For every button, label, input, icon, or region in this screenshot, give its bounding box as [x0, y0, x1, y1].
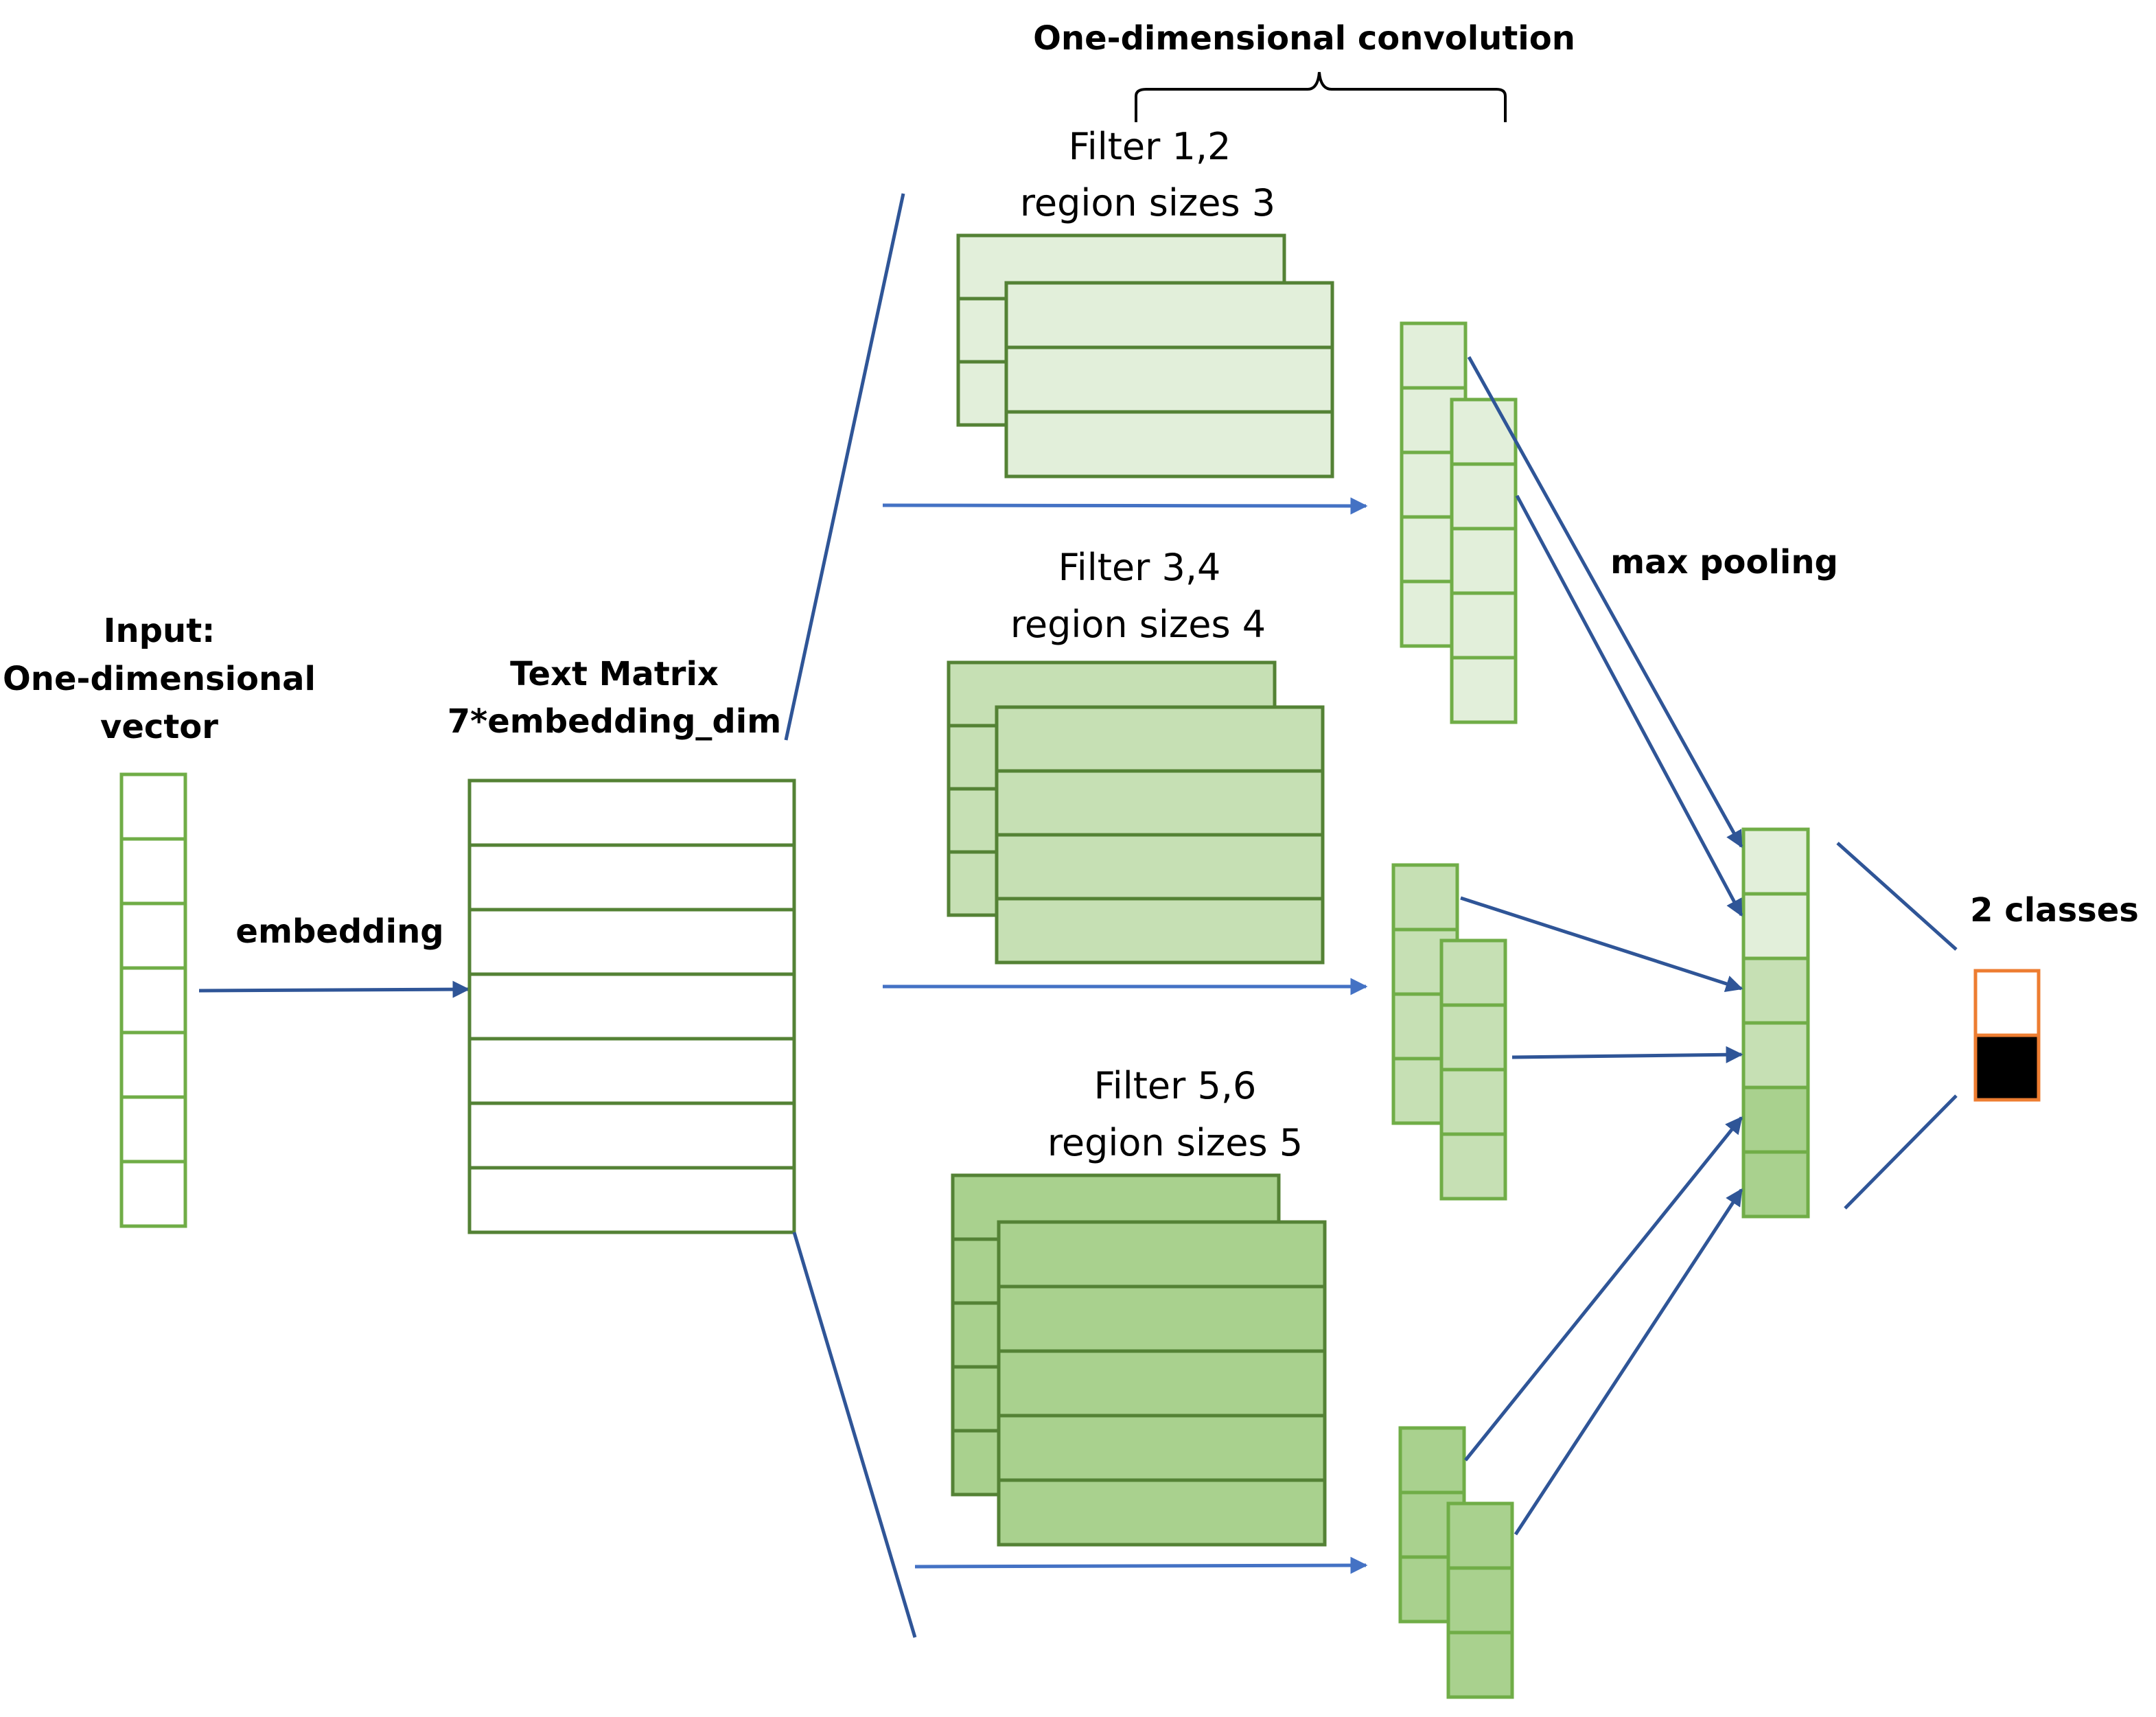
- pooled-cell: [1741, 1150, 1810, 1219]
- input-vector-cell: [119, 1095, 187, 1164]
- filter-3-front-map: [997, 1220, 1327, 1547]
- text-matrix-row: [467, 908, 796, 976]
- output-classes: [1973, 969, 2041, 1102]
- text-matrix-row: [467, 1101, 796, 1170]
- pooling-arrow: [1515, 494, 1743, 917]
- pooling-arrow: [1467, 356, 1743, 849]
- text-matrix-dimension: 7*embedding_dim: [448, 702, 782, 741]
- input-vector-cell: [119, 837, 187, 906]
- pooled-cell: [1741, 892, 1810, 960]
- text-matrix-row: [467, 843, 796, 912]
- filter-1-arrow: [882, 497, 1368, 515]
- output-line-top: [1836, 842, 1958, 951]
- input-title-line3: vector: [100, 708, 218, 746]
- text-matrix: [467, 779, 796, 1234]
- pooled-cell: [1741, 827, 1810, 896]
- convolution-title: One-dimensional convolution: [1033, 19, 1575, 58]
- text-matrix-row: [467, 779, 796, 847]
- class-cell-filled: [1973, 1033, 2041, 1102]
- pooled-cell: [1741, 1021, 1810, 1090]
- input-vector-cell: [119, 1030, 187, 1099]
- filter-1-name: Filter 1,2: [1069, 125, 1231, 168]
- class-cell-empty: [1973, 969, 2041, 1037]
- output-line-bottom: [1844, 1094, 1958, 1210]
- text-matrix-title: Text Matrix: [510, 655, 719, 693]
- pooling-arrow: [1511, 1046, 1743, 1063]
- fan-line-bottom: [792, 1232, 917, 1638]
- filter-2-name: Filter 3,4: [1058, 546, 1221, 589]
- filter-1-front-map: [1004, 281, 1334, 479]
- fan-line-top: [784, 193, 905, 741]
- input-vector-cell: [119, 1160, 187, 1228]
- pooled-cell: [1741, 956, 1810, 1025]
- pooled-vector: [1741, 827, 1810, 1219]
- embedding-arrow: [198, 980, 470, 998]
- convolution-brace: [1135, 71, 1507, 122]
- filter-3-region-size: region sizes 5: [1047, 1121, 1303, 1164]
- feature-map-1b: [1450, 397, 1518, 724]
- max-pooling-label: max pooling: [1610, 543, 1838, 581]
- feature-map-2b: [1439, 938, 1507, 1201]
- filter-2-region-size: region sizes 4: [1010, 603, 1266, 646]
- input-vector: [119, 772, 187, 1228]
- input-title-line1: Input:: [104, 612, 216, 650]
- text-matrix-row: [467, 1037, 796, 1105]
- input-title-line2: One-dimensional: [3, 660, 316, 698]
- pooling-arrows: [1460, 356, 1743, 1536]
- input-vector-cell: [119, 901, 187, 970]
- input-vector-cell: [119, 966, 187, 1035]
- input-title: Input: One-dimensional vector: [3, 612, 316, 746]
- classes-label: 2 classes: [1970, 891, 2139, 930]
- filter-3-arrow: [914, 1556, 1368, 1574]
- pooling-arrow: [1464, 1116, 1743, 1462]
- text-matrix-row: [467, 1166, 796, 1234]
- pooled-cell: [1741, 1085, 1810, 1154]
- text-matrix-row: [467, 972, 796, 1041]
- pooling-arrow: [1514, 1188, 1743, 1536]
- filter-2-front-map: [995, 705, 1325, 965]
- input-vector-cell: [119, 772, 187, 841]
- feature-map-3b: [1446, 1501, 1514, 1699]
- filter-3-name: Filter 5,6: [1094, 1064, 1257, 1107]
- filter-1-region-size: region sizes 3: [1020, 181, 1275, 224]
- pooling-arrow: [1460, 896, 1743, 992]
- embedding-label: embedding: [235, 912, 443, 951]
